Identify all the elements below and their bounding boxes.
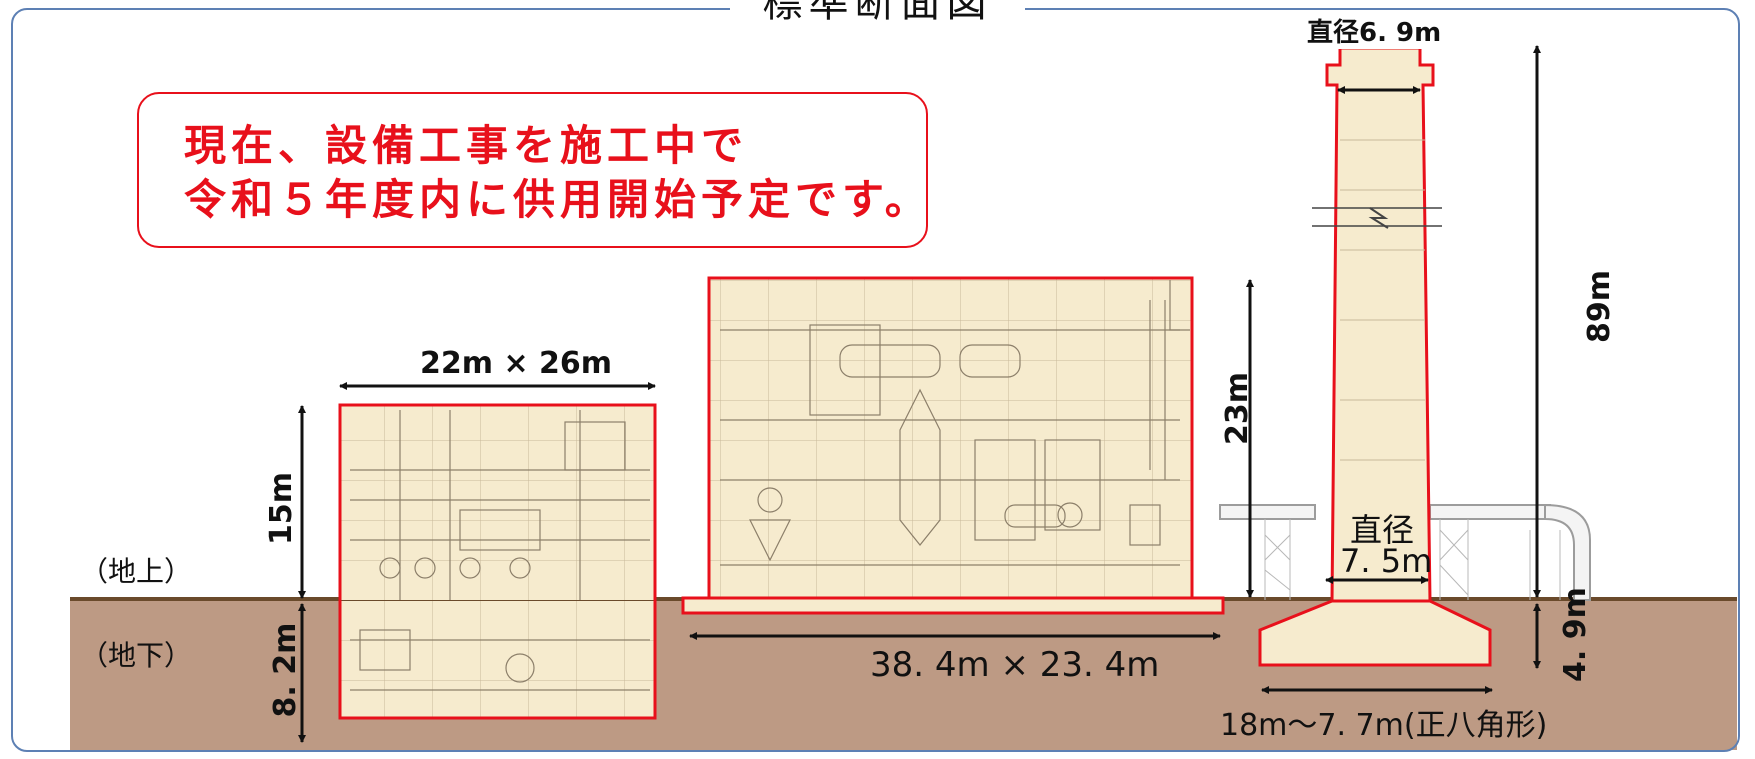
- diagram-title: 標準断面図: [730, 0, 1025, 32]
- foundation-width-label: 18m～7. 7m(正八角形): [1220, 708, 1548, 743]
- center-building-plan-label: 38. 4m × 23. 4m: [870, 645, 1160, 685]
- stack-base-diameter-value: 7. 5m: [1340, 542, 1433, 580]
- center-building: [681, 276, 1225, 615]
- steel-support: [1264, 519, 1561, 600]
- notice-line-1: 現在、設備工事を施工中で: [184, 121, 749, 170]
- dimension-arrows: [298, 45, 1541, 743]
- stack-height-label: 89m: [1582, 269, 1617, 343]
- below-ground-label: （地下）: [80, 639, 193, 672]
- above-ground-label: （地上）: [80, 555, 193, 588]
- chimney-stack: [1258, 46, 1492, 667]
- notice-callout: [137, 92, 928, 248]
- left-building-height-label: 15m: [264, 471, 299, 545]
- left-building: [338, 403, 657, 720]
- center-building-height-label: 23m: [1220, 371, 1255, 445]
- left-building-depth-label: 8. 2m: [268, 622, 303, 718]
- notice-line-2: 令和５年度内に供用開始予定です。: [184, 175, 932, 224]
- foundation-depth-label: 4. 9m: [1558, 587, 1593, 682]
- stack-top-diameter-label: 直径6. 9m: [1305, 12, 1444, 49]
- stack-base-diameter-label: 直径: [1350, 511, 1415, 549]
- flue-duct: [1219, 503, 1591, 601]
- left-building-plan-label: 22m × 26m: [420, 346, 613, 381]
